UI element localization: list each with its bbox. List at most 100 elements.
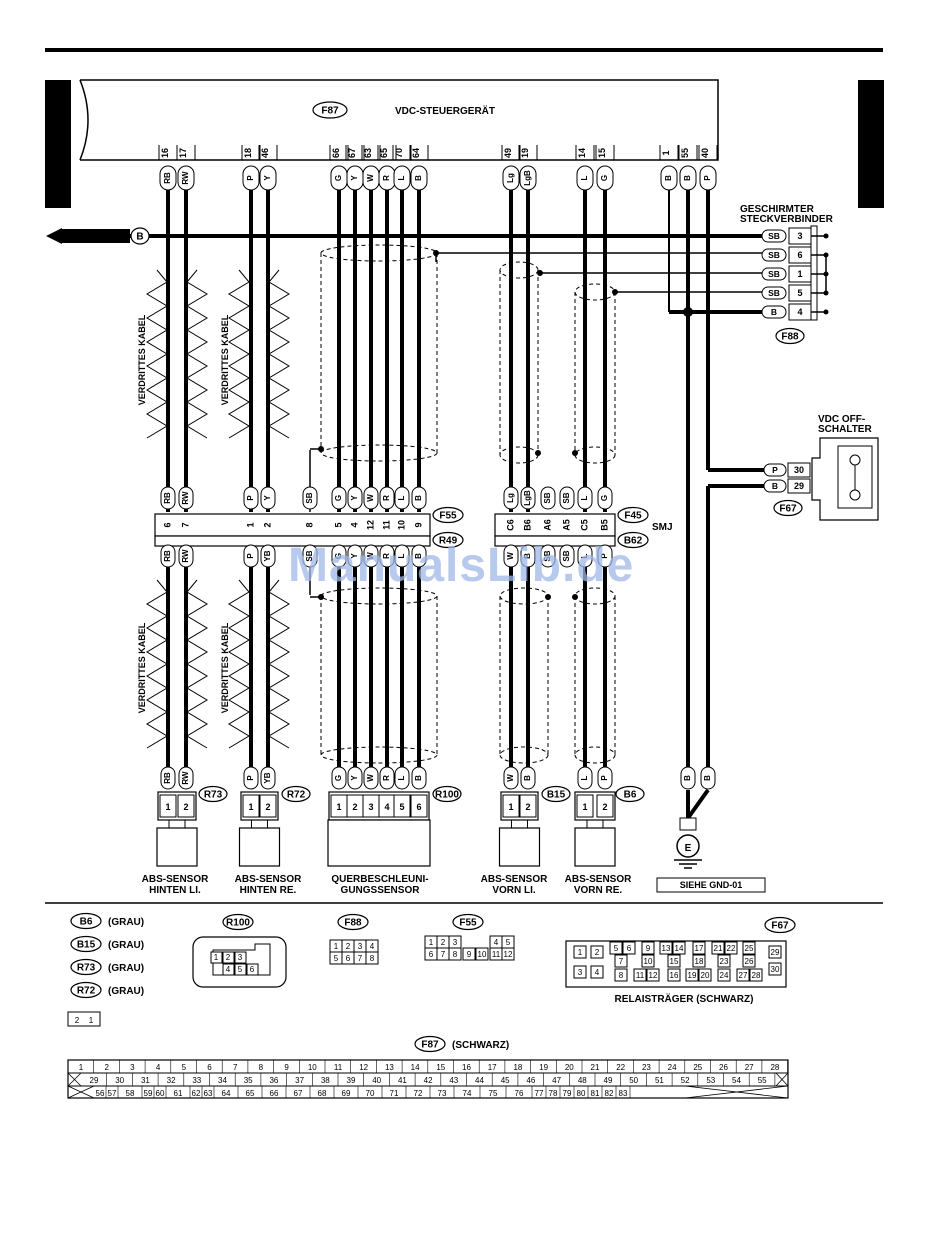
ecu-pin-63: 63 (363, 148, 373, 158)
f87-pin: 32 (167, 1076, 176, 1085)
f87-pin: 23 (642, 1063, 651, 1072)
legend-r100-cell (222, 951, 235, 964)
side-tab-right-bg (858, 80, 884, 208)
legend-relay-pin: 18 (695, 957, 704, 966)
legend-relay-pin: 2 (595, 948, 600, 957)
f87-pin: 53 (706, 1076, 715, 1085)
j-ul-wire-frame (411, 486, 427, 510)
f87-pin: 61 (174, 1089, 183, 1098)
sensor-pin: 2 (183, 802, 188, 812)
legend-relay-ref: F67 (771, 921, 789, 932)
j-ul-pin: 7 (180, 522, 190, 527)
sensor-ref-R100-oval (432, 785, 462, 803)
sensor-wire: RB (163, 772, 172, 784)
f87-pin: 56 (96, 1089, 105, 1098)
f87-pin: 24 (668, 1063, 677, 1072)
legend-r100-pin: 2 (226, 953, 231, 962)
legend-relay-cell (646, 968, 660, 982)
ecu-wire-16: RB (163, 172, 172, 184)
j-ul-wire-frame (331, 486, 347, 510)
f87-pin: 35 (244, 1076, 253, 1085)
j-ul-pin: 9 (413, 522, 423, 527)
legend-relay-pin: 26 (745, 957, 754, 966)
legend-relay-pin: 20 (701, 971, 710, 980)
legend-f88-ref-oval (337, 913, 369, 931)
sensor-wire-frame (243, 766, 259, 790)
ecu-wire-1: B (664, 175, 673, 181)
legend-ref-R72-oval (70, 981, 102, 999)
f87-pin: 57 (108, 1089, 117, 1098)
legend-relay-cell (590, 965, 604, 979)
vdc-off-pin-30: 30 (794, 465, 804, 475)
f87-pin: 20 (565, 1063, 574, 1072)
f87-pin: 47 (552, 1076, 561, 1085)
legend-relay-cell (692, 954, 706, 968)
ecu-wire-64-frame (410, 165, 428, 191)
legend-f55-pin: 11 (492, 950, 501, 959)
sensor-ref-B15: B15 (547, 790, 566, 801)
f87-pin: 78 (549, 1089, 558, 1098)
sensor-connector (500, 791, 539, 821)
legend-r100-cell (246, 963, 259, 976)
j-ll-wire-frame (347, 544, 363, 568)
f87-pin: 17 (488, 1063, 497, 1072)
sensor-wire: P (600, 775, 609, 781)
j-ul-pin: 6 (162, 522, 172, 527)
ecu-name: VDC-STEUERGERÄT (395, 104, 495, 117)
f87-pin: 37 (295, 1076, 304, 1085)
j-ur-wire: SB (543, 492, 552, 503)
f87-pin: 40 (372, 1076, 381, 1085)
gnd-wire: B (683, 775, 692, 781)
legend-relay-pin: 4 (595, 968, 600, 977)
splice (433, 250, 439, 256)
legend-relay-cell (667, 954, 681, 968)
sensor-ref-R100: R100 (435, 790, 459, 801)
sensor-pin-box (242, 794, 260, 818)
sensor-body (238, 827, 281, 867)
vdc-off-wire-30: P (772, 465, 778, 475)
ecu-wire-17: RW (181, 171, 190, 185)
sensor-wire: R (382, 775, 391, 781)
legend-relay-pin: 15 (670, 957, 679, 966)
legend-ref-R73: R73 (77, 963, 96, 974)
ecu-pin-16: 16 (160, 148, 170, 158)
wire (67, 1072, 82, 1087)
j-ul-wire-frame (243, 486, 259, 510)
legend-relay-cell (614, 954, 628, 968)
legend-f88-pin: 7 (358, 954, 363, 963)
j-ul-wire-frame (160, 486, 176, 510)
j-ur-wire-frame (597, 486, 613, 510)
ecu-wire-40-frame (699, 165, 717, 191)
legend-relay-cell (768, 945, 782, 959)
f87-pin: 75 (489, 1089, 498, 1098)
legend-relay-cell (641, 954, 655, 968)
sensor-name-2: GUNGSSENSOR (341, 885, 421, 896)
legend-relay-pin: 7 (619, 957, 624, 966)
f87-pin: 33 (192, 1076, 201, 1085)
f87-pin: 68 (318, 1089, 327, 1098)
ecu-pin-18: 18 (243, 148, 253, 158)
ecu-pin-64: 64 (411, 148, 421, 158)
legend-relay-pin: 1 (578, 948, 583, 957)
f87-pin: 80 (577, 1089, 586, 1098)
sensor-name-1: ABS-SENSOR (481, 874, 548, 885)
ref-b62: B62 (624, 536, 643, 547)
twist (186, 579, 208, 749)
sensor-name-2: VORN LI. (492, 885, 536, 896)
f87-pin: 67 (294, 1089, 303, 1098)
f87-pin: 43 (449, 1076, 458, 1085)
sensor-ref-B15-oval (541, 785, 571, 803)
j-ll-wire: W (366, 552, 375, 560)
gnd-wire-frame (680, 766, 696, 790)
ecu-wire-19-frame (519, 165, 537, 191)
twist (146, 269, 168, 439)
sensor-wire-frame (347, 766, 363, 790)
legend-relay-cell (692, 941, 706, 955)
sensor-ref-R73: R73 (204, 790, 223, 801)
legend-ref-B6: B6 (80, 917, 93, 928)
f88-wire-3: SB (768, 231, 780, 241)
f87-pin: 63 (204, 1089, 213, 1098)
legend-r100-pin: 1 (214, 953, 219, 962)
f87-pin: 72 (414, 1089, 423, 1098)
ref-f55: F55 (439, 511, 457, 522)
